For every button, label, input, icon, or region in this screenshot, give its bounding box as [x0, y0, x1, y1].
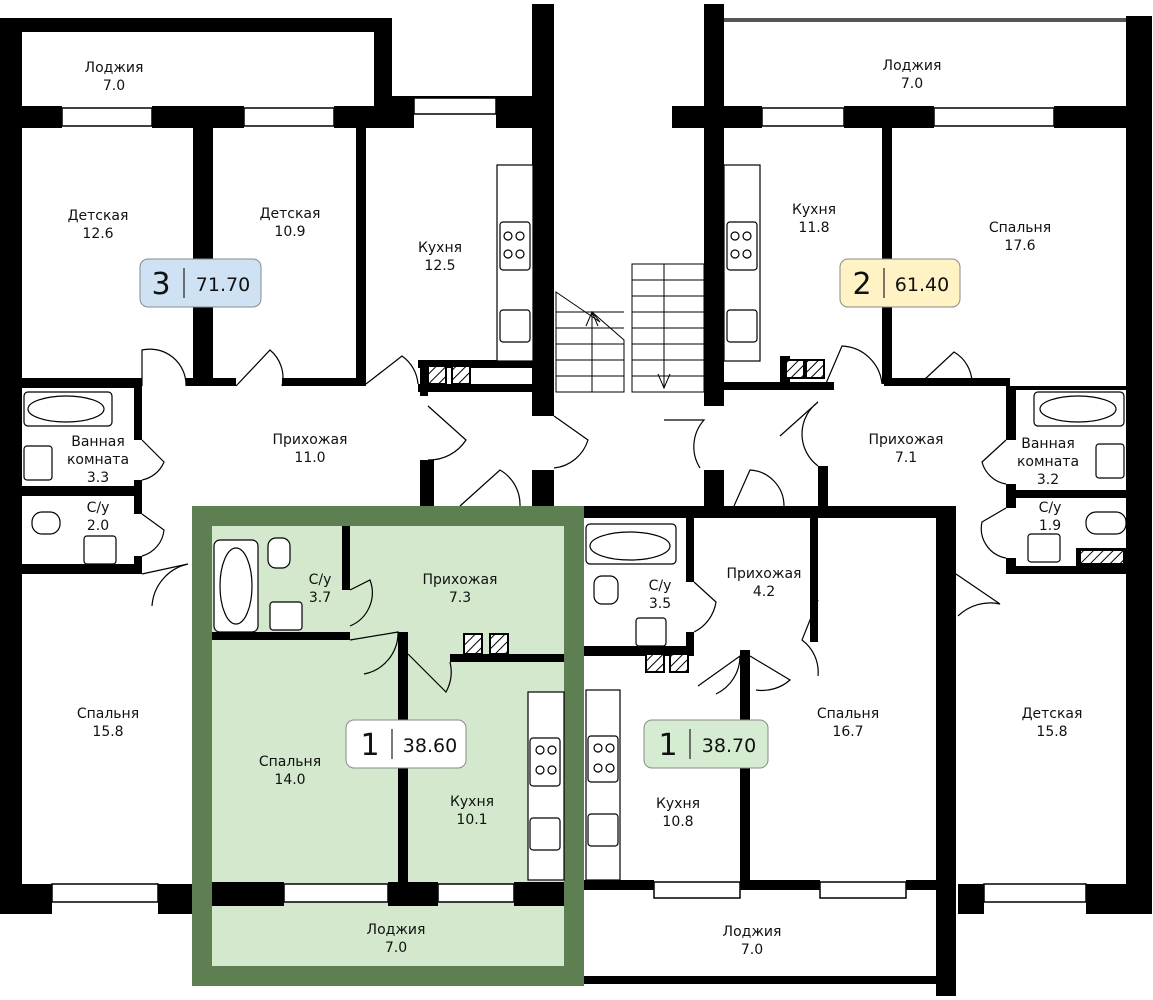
apartment-badge-1-room[interactable]: 1 38.70	[643, 719, 769, 769]
badge-room-count: 1	[658, 728, 677, 763]
windows	[51, 97, 1087, 903]
badge-room-count: 2	[852, 267, 871, 302]
ventilation-shafts	[427, 359, 1125, 673]
badge-area: 38.70	[702, 735, 756, 757]
apartment-badge-1-room-highlighted[interactable]: 1 38.60	[345, 719, 467, 769]
badge-area: 61.40	[895, 274, 949, 296]
apartment-badge-2-room[interactable]: 2 61.40	[839, 258, 961, 308]
badge-area: 38.60	[403, 735, 457, 757]
badge-area: 71.70	[196, 274, 250, 296]
apartment-badge-3-room[interactable]: 3 71.70	[139, 258, 262, 308]
badge-room-count: 1	[360, 728, 379, 763]
walls	[0, 4, 1152, 996]
doors	[141, 345, 1007, 695]
fixtures	[23, 164, 1127, 881]
badge-room-count: 3	[151, 267, 170, 302]
stairs	[555, 263, 705, 393]
